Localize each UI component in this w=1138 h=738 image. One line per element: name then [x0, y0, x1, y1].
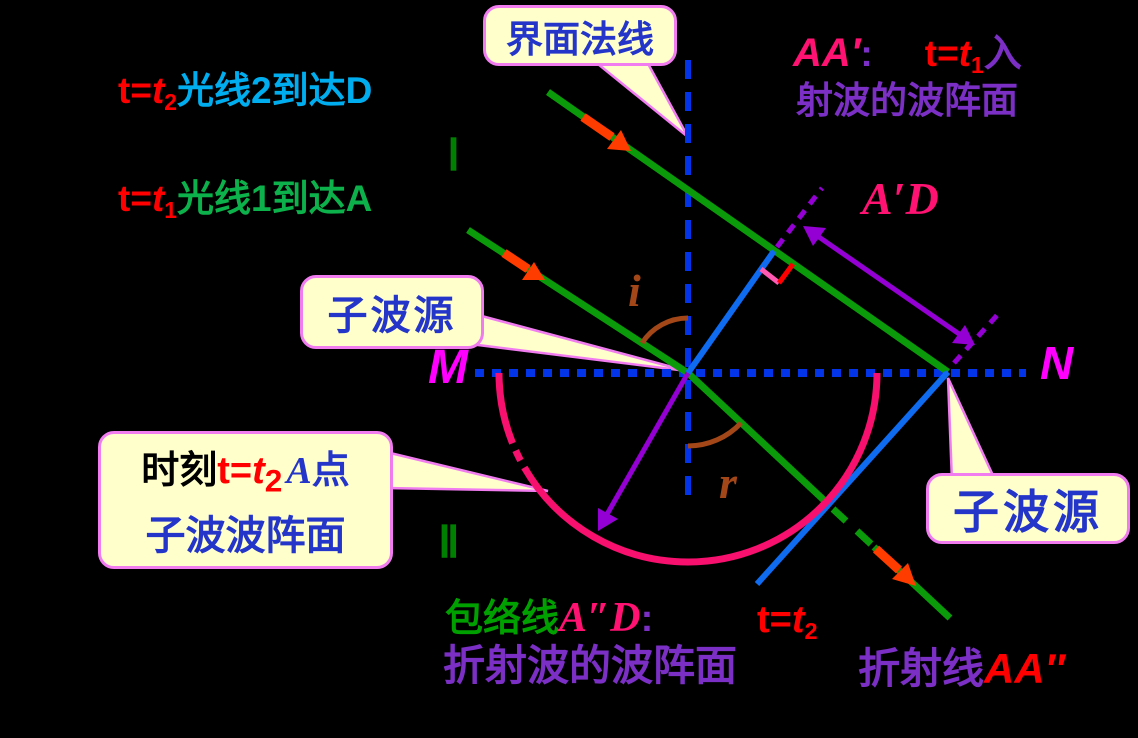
ray-2-direction-arrow [580, 113, 631, 151]
time-t2-label: t=t2 [118, 70, 178, 115]
envelope-label-line2: 折射波的波阵面 [443, 642, 738, 689]
angle-r-arc [687, 421, 743, 449]
wavelet-arc [495, 372, 881, 566]
callout-pointer-normal [589, 58, 690, 138]
callout-wavelet-source-A: 子波源 [300, 275, 484, 349]
callout-interface-normal-text: 界面法线 [506, 18, 654, 60]
point-N-label: N [1040, 337, 1074, 389]
refracted-wavefront-A2D [754, 369, 951, 587]
wavefront-extension-D [952, 310, 1002, 365]
moment-prefix: 时刻 [141, 449, 218, 492]
point-A-ref: A [286, 449, 312, 492]
distance-arrow-AprimeD [803, 226, 975, 345]
callout-wavelet-front-line2: 子波波阵面 [145, 514, 346, 559]
envelope-A2D-name: A″D [559, 595, 641, 641]
ray-1-direction-arrow [501, 249, 545, 280]
refracted-ray-direction-arrow [872, 545, 916, 586]
ray2-arrival-text: 光线2到达D [177, 70, 373, 111]
ray1-arrival-text: 光线1到达A [177, 178, 373, 219]
colon: : [860, 33, 873, 74]
distance-AprimeD-label: A′D [862, 173, 939, 224]
wavefront-AAprime-name: AA′ [793, 31, 861, 75]
refracted-prefix: 折射线 [858, 645, 985, 692]
callout-wavelet-source-D: 子波源 [926, 473, 1130, 544]
angle-i-arc [639, 315, 689, 345]
callout-interface-normal: 界面法线 [483, 5, 677, 66]
segment-A-Aprime [685, 249, 777, 375]
callout-wavelet-source-A-text: 子波源 [327, 294, 457, 338]
time-t1-label: t=t1 [924, 33, 984, 78]
medium-one-numeral: Ⅰ [447, 131, 460, 180]
time-t1-label: t=t1 [118, 178, 178, 223]
point-M-label: M [428, 341, 468, 394]
colon: : [640, 598, 654, 640]
callout-wavelet-source-D-text: 子波源 [953, 485, 1103, 538]
point-suffix: 点 [311, 449, 350, 492]
callout-pointer-source-right [946, 377, 998, 484]
callout-pointer-source-left [476, 313, 688, 373]
wavefront-extension-Aprime [775, 186, 824, 249]
envelope-prefix: 包络线 [445, 598, 560, 640]
angle-r-label: r [719, 457, 737, 508]
right-angle-mark-pink [759, 267, 781, 285]
angle-i-label: i [628, 265, 641, 316]
time-t2-label: t=t2 [217, 449, 283, 499]
right-angle-mark-red [776, 262, 796, 285]
incident-text-head: 入 [983, 33, 1022, 75]
wavelet-radius-arrow [598, 371, 691, 531]
incident-wavefront-label-line2: 射波的波阵面 [796, 80, 1018, 121]
medium-two-numeral: Ⅱ [438, 518, 460, 567]
refracted-AA2-name: AA″ [984, 645, 1065, 692]
